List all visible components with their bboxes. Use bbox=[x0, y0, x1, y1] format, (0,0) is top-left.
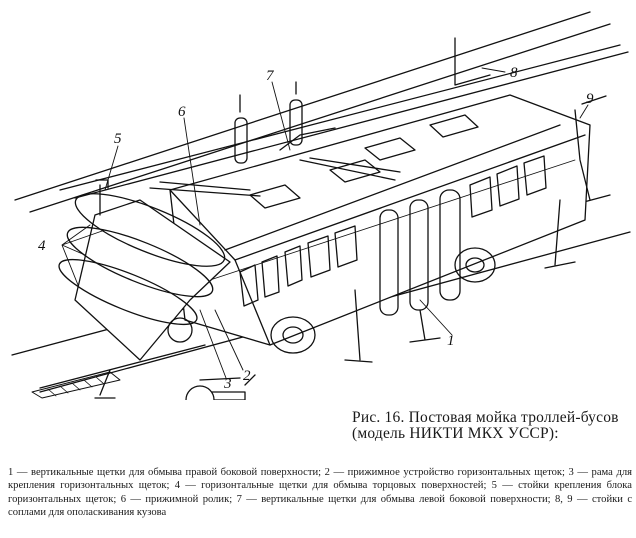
callout-4: 4 bbox=[38, 238, 46, 254]
callout-2: 2 bbox=[243, 368, 251, 384]
trolley-poles bbox=[149, 157, 401, 197]
legend-item-7: 7 — вертикальные щетки для обмыва левой … bbox=[236, 493, 551, 505]
callout-6: 6 bbox=[178, 104, 186, 120]
callout-3: 3 bbox=[223, 376, 232, 392]
legend-item-2: 2 — прижимное устройство горизонтальных … bbox=[324, 467, 565, 478]
figure-legend: 1 — вертикальные щетки для обмыва правой… bbox=[8, 466, 632, 520]
callout-1: 1 bbox=[447, 333, 455, 349]
trolleybus-wash-illustration: 1 2 3 4 5 6 7 8 9 bbox=[11, 11, 631, 400]
rinse-posts bbox=[454, 37, 607, 201]
vertical-brushes-left bbox=[234, 81, 336, 164]
figure-caption: Рис. 16. Постовая мойка троллей-бусов (м… bbox=[352, 409, 619, 442]
callout-leaders bbox=[61, 67, 589, 379]
callout-9: 9 bbox=[586, 91, 594, 107]
legend-item-4: 4 — горизонтальные щетки для обмыва торц… bbox=[174, 480, 487, 492]
callout-5: 5 bbox=[114, 131, 122, 147]
legend-item-8-9: 8, 9 — стойки с соплами для ополаскивани… bbox=[8, 493, 633, 519]
vertical-brushes-right bbox=[344, 189, 576, 363]
water-tank bbox=[94, 369, 256, 400]
legend-item-1: 1 — вертикальные щетки для обмыва правой… bbox=[8, 467, 322, 478]
callout-7: 7 bbox=[266, 68, 275, 84]
legend-item-5: 5 — стойки крепления блока горизонтальны… bbox=[8, 480, 632, 505]
legend-item-3: 3 — рама для крепления горизонтальных ще… bbox=[8, 467, 632, 492]
callout-8: 8 bbox=[510, 65, 518, 81]
legend-item-6: 6 — прижимной ролик; bbox=[120, 493, 233, 505]
